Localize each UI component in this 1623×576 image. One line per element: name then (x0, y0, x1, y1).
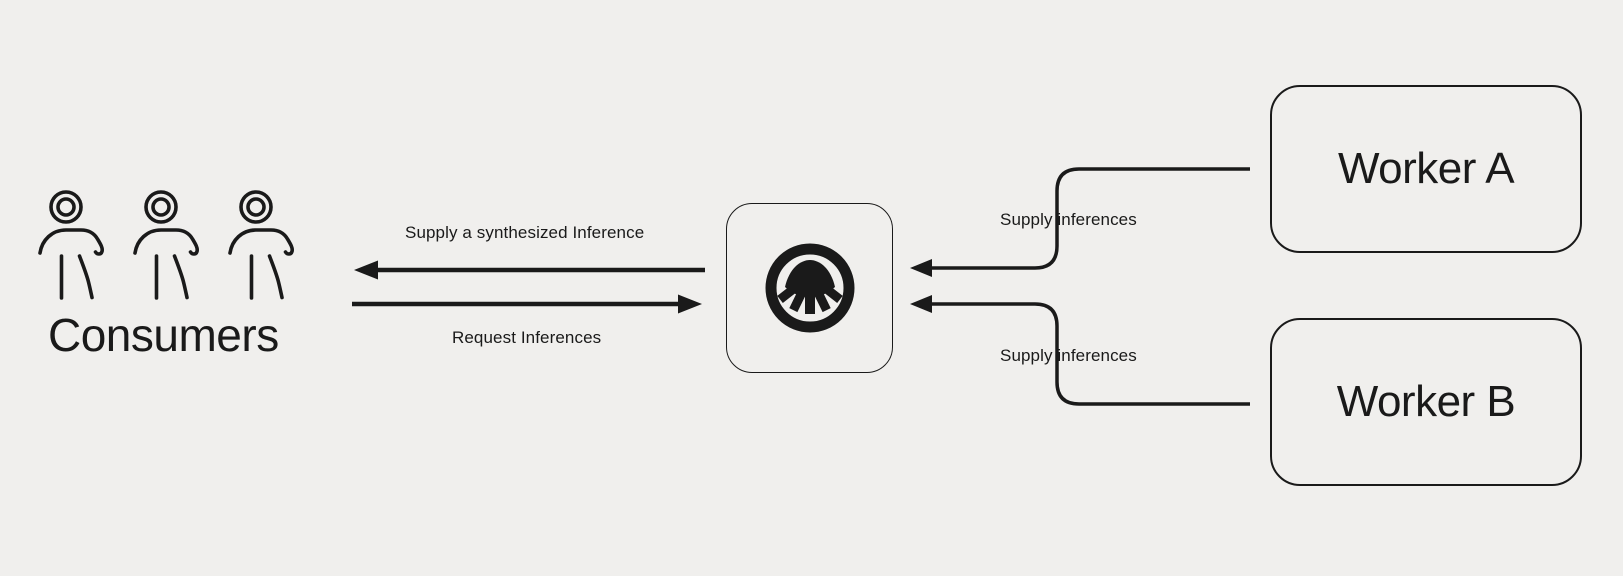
worker-b-node: Worker B (1270, 318, 1582, 486)
consumer-person-icon (38, 190, 105, 300)
worker-b-label: Worker B (1336, 377, 1516, 426)
supply-inferences-label-bottom: Supply inferences (1000, 346, 1137, 365)
consumers-label: Consumers (48, 309, 279, 361)
connector-worker-b-to-hub (910, 295, 1250, 406)
worker-a-label: Worker A (1337, 144, 1515, 193)
fan-circle-logo-icon (765, 243, 854, 333)
arrow-supply-synthesized-inference (354, 260, 705, 280)
hub-node (726, 203, 893, 373)
consumer-person-icon (228, 190, 295, 300)
supply-synthesized-inference-label: Supply a synthesized Inference (405, 223, 645, 242)
arrow-request-inferences (352, 294, 702, 314)
consumer-person-icon (133, 190, 200, 300)
connector-worker-a-to-hub (910, 167, 1250, 277)
supply-inferences-label-top: Supply inferences (1000, 210, 1137, 229)
worker-a-node: Worker A (1270, 85, 1582, 253)
request-inferences-label: Request Inferences (452, 328, 602, 347)
